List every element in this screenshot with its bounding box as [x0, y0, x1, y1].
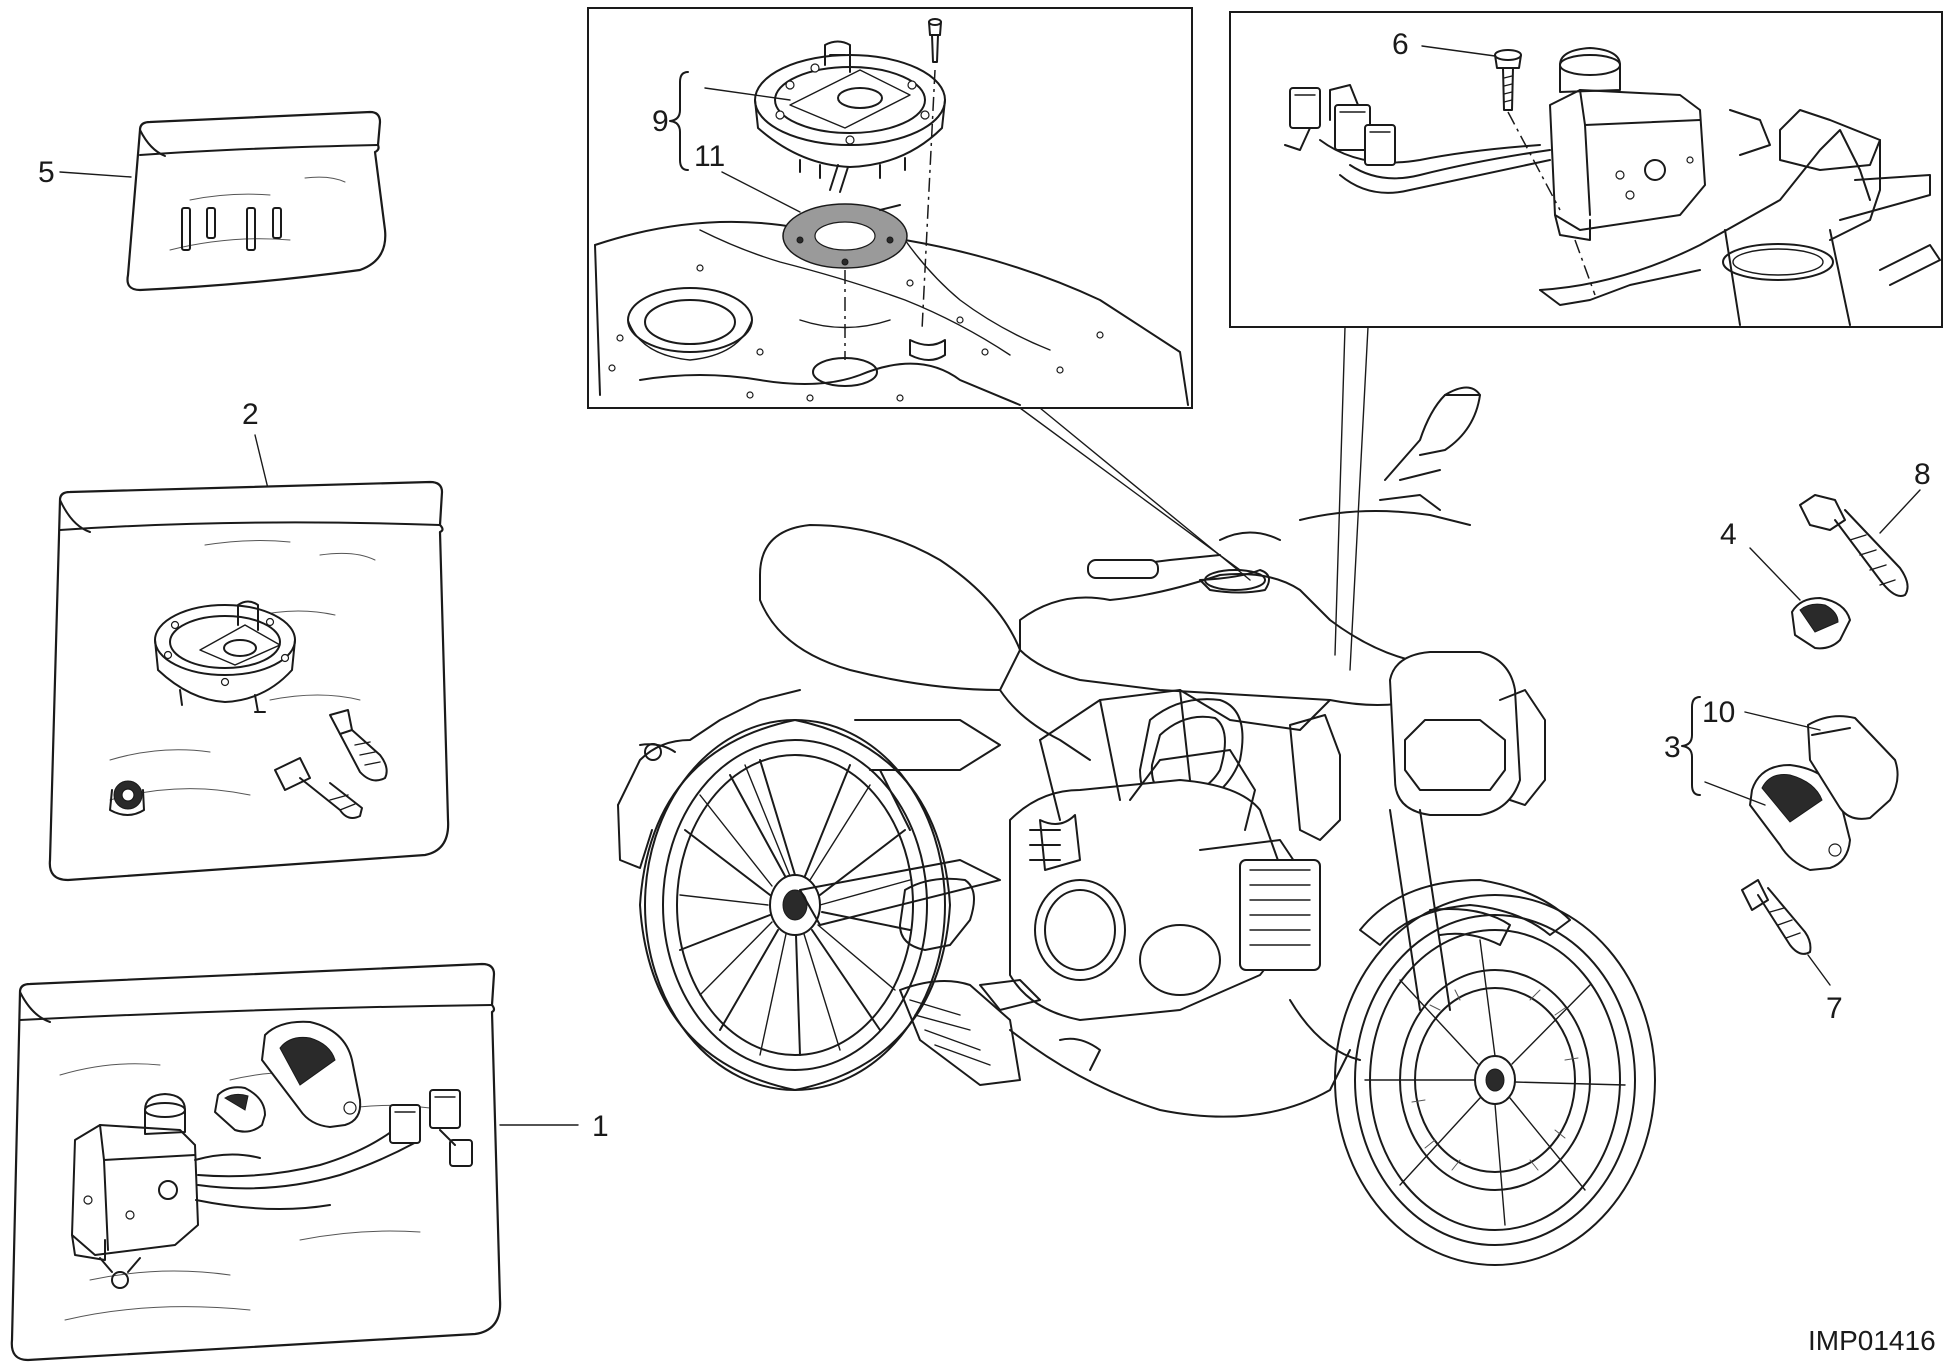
leader-ignition-to-bike-2 [1349, 326, 1369, 671]
kit-1-wiring-harness [194, 1089, 473, 1210]
callout-8: 8 [1914, 458, 1931, 491]
image-reference-code: IMP01416 [1808, 1325, 1936, 1356]
front-wheel [1334, 894, 1656, 1266]
leader-ignition-to-bike [1334, 326, 1346, 656]
callout-7: 7 [1826, 992, 1843, 1025]
kit-2-key-blank [274, 757, 363, 819]
callout-6: 6 [1392, 28, 1409, 61]
callout-2: 2 [242, 398, 259, 431]
fuel-cap-gasket-ring [782, 203, 908, 269]
callout-11: 11 [694, 140, 725, 173]
kit-1-small-key [214, 1086, 266, 1133]
kit-2-key [329, 709, 388, 782]
rear-wheel [639, 719, 951, 1091]
callout-4: 4 [1720, 518, 1737, 551]
fuel-cap-screw [928, 18, 942, 63]
motorcycle-illustration [617, 386, 1656, 1266]
callout-10: 10 [1702, 696, 1735, 729]
fuel-cap-detail-inset: 9 11 [587, 7, 1193, 409]
fuel-cap [754, 40, 946, 193]
kit-1-ignition-unit [71, 1093, 199, 1289]
callout-5: 5 [38, 156, 55, 189]
leader-fuel-cap-to-bike-2 [1039, 407, 1251, 581]
kit-1-bag: 1 [10, 962, 609, 1362]
ignition-switch-detail-inset: 6 [1229, 11, 1943, 328]
callout-9: 9 [652, 105, 669, 138]
key-fob-3 [1749, 715, 1899, 871]
kit-2-grommet [109, 780, 145, 816]
callout-1: 1 [592, 1110, 609, 1143]
key-8: 8 [1799, 458, 1931, 597]
kit-1-key-fob [261, 1020, 362, 1128]
kit-2-fuel-cap [154, 600, 296, 713]
ignition-wiring-harness [1284, 84, 1551, 194]
ignition-screw [1494, 49, 1522, 111]
key-7: 7 [1741, 879, 1843, 1025]
key-fob-4: 4 [1720, 518, 1851, 650]
leader-fuel-cap-to-bike [1019, 407, 1241, 571]
callout-3: 3 [1664, 731, 1681, 764]
loose-key-parts: 8 4 3 10 7 [1664, 458, 1931, 1025]
kit-5-bag: 5 [38, 110, 387, 292]
tank-screw-holes [608, 264, 1104, 402]
kit-2-bag: 2 [48, 398, 450, 882]
ignition-unit [1549, 47, 1706, 241]
fuel-cap-bolt-holes [775, 63, 930, 145]
